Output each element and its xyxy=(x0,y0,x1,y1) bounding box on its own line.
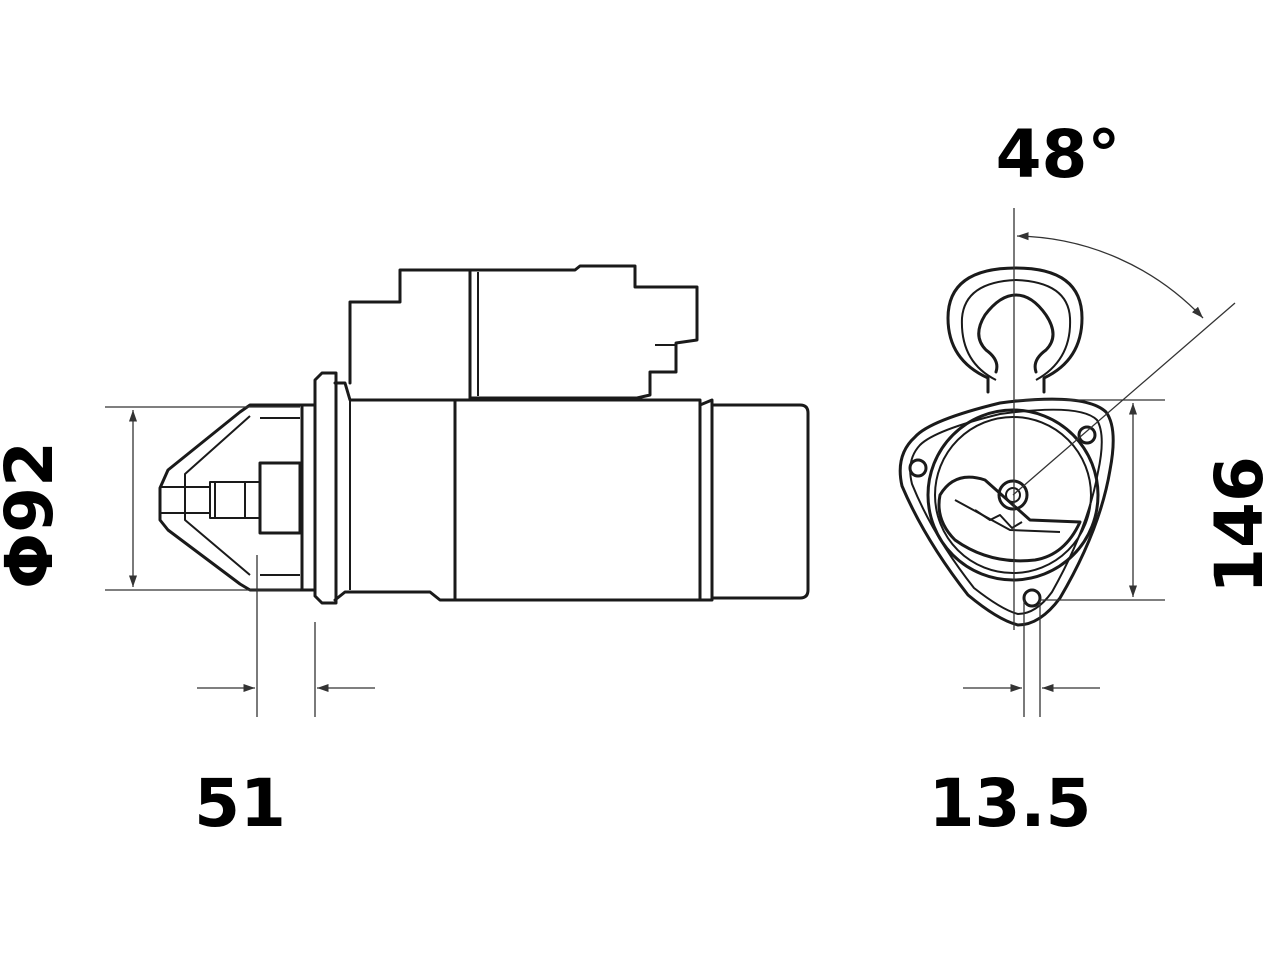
triangular-flange xyxy=(898,397,1115,627)
mounting-flange xyxy=(300,371,338,605)
solenoid xyxy=(348,264,699,400)
angle-dimension xyxy=(1016,232,1204,319)
motor-housing xyxy=(453,398,810,602)
mounting-hole-bottom xyxy=(1022,588,1042,608)
height-label: 146 xyxy=(1201,456,1278,594)
housing-inner-circle xyxy=(934,416,1092,574)
pinion-nose xyxy=(158,403,304,592)
front-view xyxy=(898,208,1236,717)
hole-offset-dimension xyxy=(963,600,1100,717)
pinion-offset-dimension xyxy=(197,555,375,717)
housing-circle xyxy=(926,408,1100,582)
shaft-inner xyxy=(1005,487,1021,503)
height-dimension xyxy=(1015,399,1165,601)
diameter-label: Φ92 xyxy=(0,441,68,589)
hole-offset-label: 13.5 xyxy=(929,765,1092,842)
mounting-hole-right xyxy=(1077,425,1097,445)
pinion-segment xyxy=(937,475,1082,563)
shaft-outer xyxy=(997,479,1029,511)
pinion-offset-label: 51 xyxy=(194,765,286,842)
mounting-holes xyxy=(908,425,1097,608)
terminal-lobe xyxy=(946,266,1084,394)
center-lines xyxy=(1012,208,1236,630)
side-view xyxy=(105,264,810,717)
drive-end-bell xyxy=(333,381,457,602)
diameter-dimension xyxy=(105,406,300,591)
angle-label: 48° xyxy=(996,116,1121,193)
mounting-hole-left xyxy=(908,458,928,478)
